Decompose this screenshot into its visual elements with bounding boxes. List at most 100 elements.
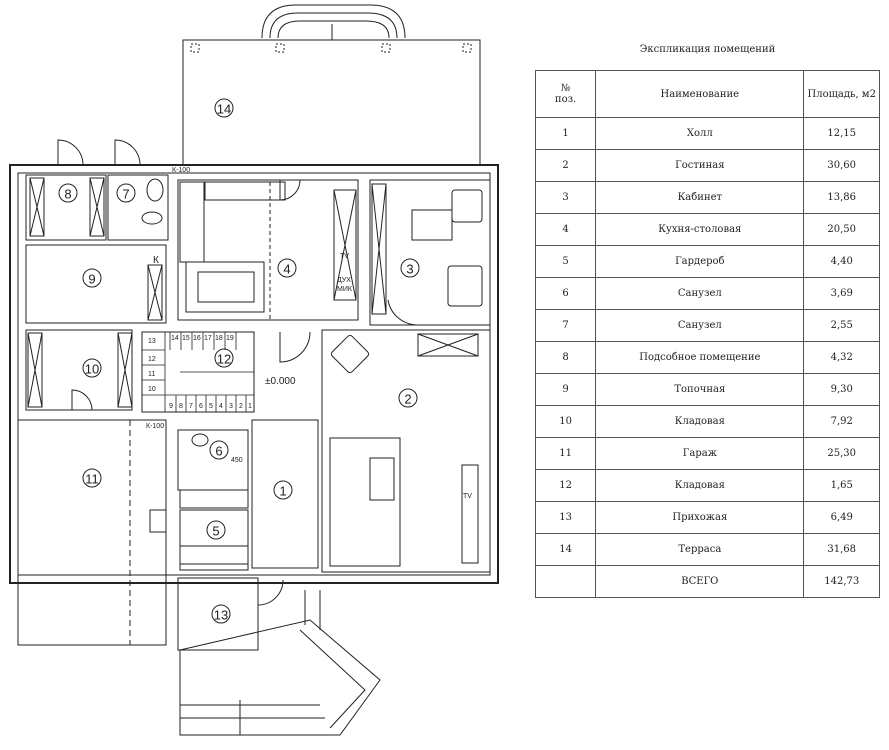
cell-num: 2 bbox=[534, 149, 597, 182]
cell-area: 3,69 bbox=[803, 277, 880, 310]
cell-name: Топочная bbox=[595, 373, 805, 406]
stair-num-14: 14 bbox=[171, 335, 179, 342]
cell-name: Кабинет bbox=[595, 181, 805, 214]
cell-num: 3 bbox=[534, 181, 597, 214]
cell-name: Гардероб bbox=[595, 245, 805, 278]
cell-name: Кладовая bbox=[595, 405, 805, 438]
cell-area: 31,68 bbox=[803, 533, 880, 566]
room-label-9: 9 bbox=[88, 272, 95, 287]
cell-area: 1,65 bbox=[803, 469, 880, 502]
room-label-1: 1 bbox=[279, 484, 286, 499]
cell-name: Санузел bbox=[595, 277, 805, 310]
cell-name: Гараж bbox=[595, 437, 805, 470]
cell-name: Прихожая bbox=[595, 501, 805, 534]
room-label-12: 12 bbox=[217, 352, 231, 367]
room-label-6: 6 bbox=[215, 444, 222, 459]
room-label-14: 14 bbox=[217, 102, 231, 117]
tag-450: 450 bbox=[231, 457, 243, 464]
cell-name: Терраса bbox=[595, 533, 805, 566]
cell-name: Подсобное помещение bbox=[595, 341, 805, 374]
cell-num: 1 bbox=[534, 117, 597, 150]
cell-area: 13,86 bbox=[803, 181, 880, 214]
stair-num-19: 19 bbox=[226, 335, 234, 342]
room-labels: 14 8 7 9 4 3 10 12 2 6 11 1 5 13 bbox=[58, 98, 420, 624]
room-label-5: 5 bbox=[212, 524, 219, 539]
header-num: № поз. bbox=[534, 70, 597, 118]
room-label-13: 13 bbox=[214, 608, 228, 623]
stair-num-15: 15 bbox=[182, 335, 190, 342]
outer-wall bbox=[9, 164, 499, 584]
stair-num-7: 7 bbox=[189, 403, 193, 410]
cell-num: 4 bbox=[534, 213, 597, 246]
cell-area: 7,92 bbox=[803, 405, 880, 438]
cell-num: 11 bbox=[534, 437, 597, 470]
tag-tv1: TV bbox=[340, 253, 349, 260]
cell-area: 9,30 bbox=[803, 373, 880, 406]
header-area: Площадь, м2 bbox=[803, 70, 880, 118]
cell-name: Санузел bbox=[595, 309, 805, 342]
cell-area: 2,55 bbox=[803, 309, 880, 342]
cell-area: 6,49 bbox=[803, 501, 880, 534]
cell-name: Кухня-столовая bbox=[595, 213, 805, 246]
room-label-8: 8 bbox=[64, 187, 71, 202]
stair-num-17: 17 bbox=[204, 335, 212, 342]
cell-num: 9 bbox=[534, 373, 597, 406]
cell-area: 4,32 bbox=[803, 341, 880, 374]
stair-num-12s: 12 bbox=[148, 356, 156, 363]
room-label-2: 2 bbox=[404, 392, 411, 407]
stair-num-1: 1 bbox=[248, 403, 252, 410]
cell-num: 13 bbox=[534, 501, 597, 534]
room-label-3: 3 bbox=[406, 262, 413, 277]
tag-dukh: ДУХ bbox=[337, 277, 351, 284]
total-label: ВСЕГО bbox=[595, 565, 805, 598]
level-mark: ±0.000 bbox=[265, 376, 296, 387]
room-label-11: 11 bbox=[85, 472, 99, 487]
tag-mik: МИК bbox=[337, 286, 353, 293]
cell-num: 14 bbox=[534, 533, 597, 566]
cell-name: Гостиная bbox=[595, 149, 805, 182]
cell-name: Кладовая bbox=[595, 469, 805, 502]
room-label-10: 10 bbox=[85, 362, 99, 377]
table-title: Экспликация помещений bbox=[639, 44, 776, 55]
stair-num-2: 2 bbox=[239, 403, 243, 410]
cell-area: 25,30 bbox=[803, 437, 880, 470]
stair-num-18: 18 bbox=[215, 335, 223, 342]
cell-area: 20,50 bbox=[803, 213, 880, 246]
room-label-7: 7 bbox=[122, 187, 129, 202]
cell-num: 5 bbox=[534, 245, 597, 278]
stair-num-3: 3 bbox=[229, 403, 233, 410]
tag-k100-top: К-100 bbox=[172, 167, 190, 174]
cell-area: 30,60 bbox=[803, 149, 880, 182]
cell-area: 4,40 bbox=[803, 245, 880, 278]
stair-num-4: 4 bbox=[219, 403, 223, 410]
stair-num-5: 5 bbox=[209, 403, 213, 410]
stair-num-11: 11 bbox=[148, 371, 155, 378]
cell-num: 6 bbox=[534, 277, 597, 310]
cell-num: 8 bbox=[534, 341, 597, 374]
total-row: ВСЕГО 142,73 bbox=[534, 565, 880, 598]
stair-num-9: 9 bbox=[169, 403, 173, 410]
stair-num-8: 8 bbox=[179, 403, 183, 410]
cell-area: 12,15 bbox=[803, 117, 880, 150]
cell-num: 12 bbox=[534, 469, 597, 502]
stair-num-6: 6 bbox=[199, 403, 203, 410]
tag-k: К bbox=[153, 255, 159, 266]
floor-plan: 14 8 7 9 4 3 10 12 2 6 11 1 5 13 ±0.000 … bbox=[9, 4, 499, 736]
total-area: 142,73 bbox=[803, 565, 880, 598]
cell-name: Холл bbox=[595, 117, 805, 150]
stair-num-13: 13 bbox=[148, 338, 156, 345]
